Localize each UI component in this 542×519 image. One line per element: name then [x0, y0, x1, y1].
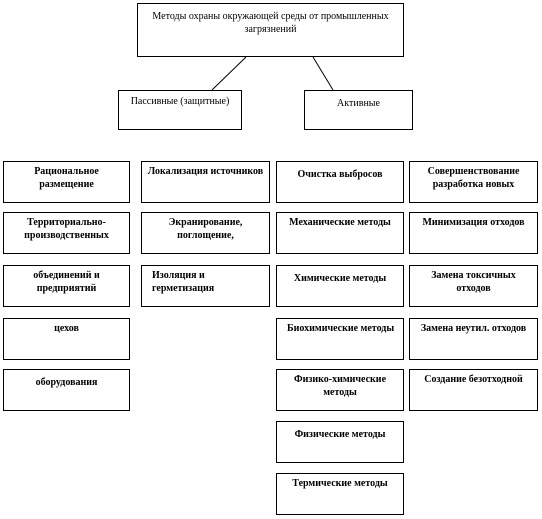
- col3-item: Биохимические методы: [276, 318, 404, 360]
- col1-label: оборудования: [35, 377, 98, 388]
- col4-item: Минимизация отходов: [409, 212, 538, 254]
- col2-label: Изоляция и герметизация: [152, 270, 215, 294]
- col3-item: Физико-химические методы: [276, 369, 404, 411]
- col4-label: Замена неутил. отходов: [420, 323, 527, 334]
- col2-label: Локализация источников: [147, 166, 264, 177]
- col3-item: Очистка выбросов: [276, 161, 404, 203]
- col1-item: оборудования: [3, 369, 130, 411]
- col3-label: Физико-химические методы: [293, 374, 387, 398]
- col3-item: Механические методы: [276, 212, 404, 254]
- col1-item: Территориально-производственных: [3, 212, 130, 254]
- col1-item: цехов: [3, 318, 130, 360]
- connector-active: [312, 56, 334, 91]
- connector-passive: [211, 56, 247, 91]
- col3-label: Химические методы: [293, 273, 387, 284]
- col4-item: Создание безотходной: [409, 369, 538, 411]
- col3-label: Очистка выбросов: [297, 169, 383, 180]
- col2-item: Локализация источников: [141, 161, 270, 203]
- passive-node: Пассивные (защитные): [118, 90, 242, 130]
- col1-label: Рациональное размещение: [34, 166, 99, 190]
- col1-label: объединений и предприятий: [33, 270, 100, 294]
- col3-item: Термические методы: [276, 473, 404, 515]
- col4-label: Замена токсичных отходов: [431, 270, 516, 294]
- col4-label: Совершенствование разработка новых: [427, 166, 520, 190]
- col2-item: Изоляция и герметизация: [141, 265, 270, 307]
- col1-label: цехов: [54, 323, 79, 334]
- root-node: Методы охраны окружающей среды от промыш…: [137, 3, 404, 57]
- col4-item: Замена токсичных отходов: [409, 265, 538, 307]
- col1-item: Рациональное размещение: [3, 161, 130, 203]
- col1-item: объединений и предприятий: [3, 265, 130, 307]
- col3-label: Физические методы: [294, 429, 386, 440]
- active-label: Активные: [337, 98, 380, 109]
- col3-label: Биохимические методы: [287, 323, 395, 334]
- col3-label: Термические методы: [292, 478, 388, 489]
- passive-label: Пассивные (защитные): [130, 96, 230, 107]
- col3-item: Химические методы: [276, 265, 404, 307]
- col4-item: Замена неутил. отходов: [409, 318, 538, 360]
- root-label: Методы охраны окружающей среды от промыш…: [152, 11, 389, 35]
- col4-label: Минимизация отходов: [422, 217, 525, 228]
- col1-label: Территориально-производственных: [24, 217, 109, 241]
- col4-label: Создание безотходной: [424, 374, 523, 385]
- col3-label: Механические методы: [289, 217, 391, 228]
- col2-label: Экранирование, поглощение,: [168, 217, 243, 241]
- col3-item: Физические методы: [276, 421, 404, 463]
- col2-item: Экранирование, поглощение,: [141, 212, 270, 254]
- active-node: Активные: [304, 90, 413, 130]
- col4-item: Совершенствование разработка новых: [409, 161, 538, 203]
